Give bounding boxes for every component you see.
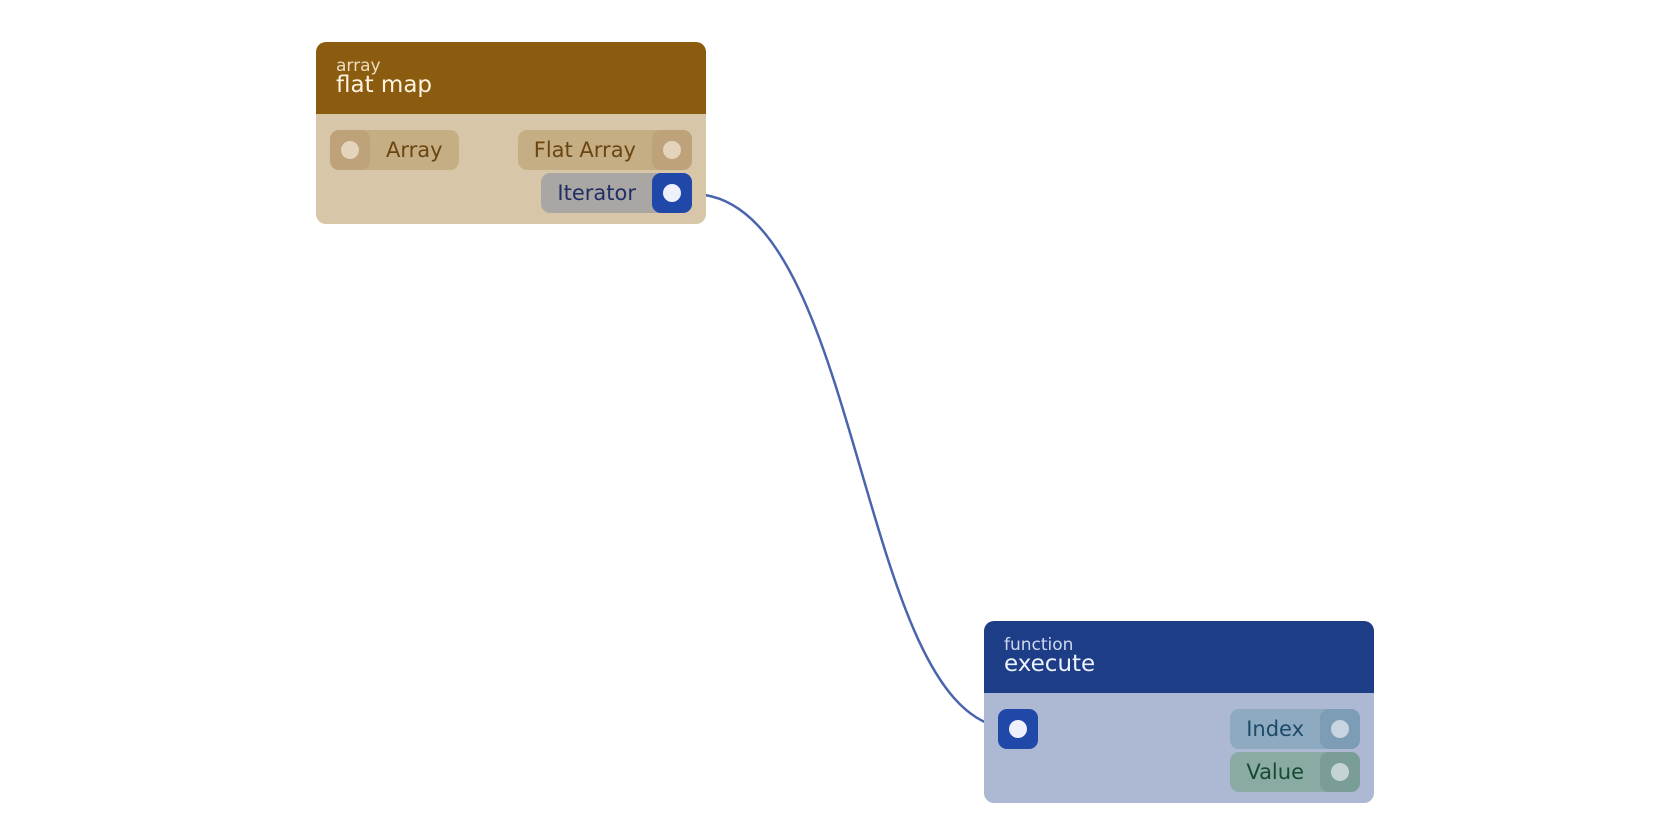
port-label: Index [1246,717,1304,741]
node-flat-map[interactable]: array flat map Array Flat Array Iterator [316,42,706,224]
port-dot-icon [1331,763,1349,781]
exec-input-port-icon[interactable] [998,709,1038,749]
port-label: Array [386,138,443,162]
node-category: function [1004,635,1074,655]
port-label: Iterator [557,181,636,205]
port-plug-icon[interactable] [1320,752,1360,792]
port-dot-icon [1331,720,1349,738]
node-body: Array Flat Array Iterator [316,114,706,224]
port-plug-icon[interactable] [330,130,370,170]
node-title: execute [1004,651,1096,677]
node-header[interactable]: array flat map [316,42,706,114]
node-header[interactable]: function execute [984,621,1374,693]
output-port-iterator[interactable]: Iterator [541,173,692,213]
port-dot-icon [663,184,681,202]
node-category: array [336,56,381,76]
output-port-value[interactable]: Value [1230,752,1360,792]
port-label: Value [1246,760,1304,784]
node-title: flat map [336,72,433,98]
port-plug-icon[interactable] [1320,709,1360,749]
node-execute[interactable]: function execute Index Value [984,621,1374,803]
output-port-flat-array[interactable]: Flat Array [517,130,692,170]
output-port-index[interactable]: Index [1230,709,1360,749]
port-dot-icon [1009,720,1027,738]
wire-iterator-to-execute[interactable] [704,193,1001,729]
port-plug-icon[interactable] [652,130,692,170]
port-label: Flat Array [533,138,636,162]
port-dot-icon [663,141,681,159]
port-dot-icon [341,141,359,159]
node-body: Index Value [984,693,1374,803]
input-port-array[interactable]: Array [330,130,459,170]
port-plug-icon[interactable] [652,173,692,213]
